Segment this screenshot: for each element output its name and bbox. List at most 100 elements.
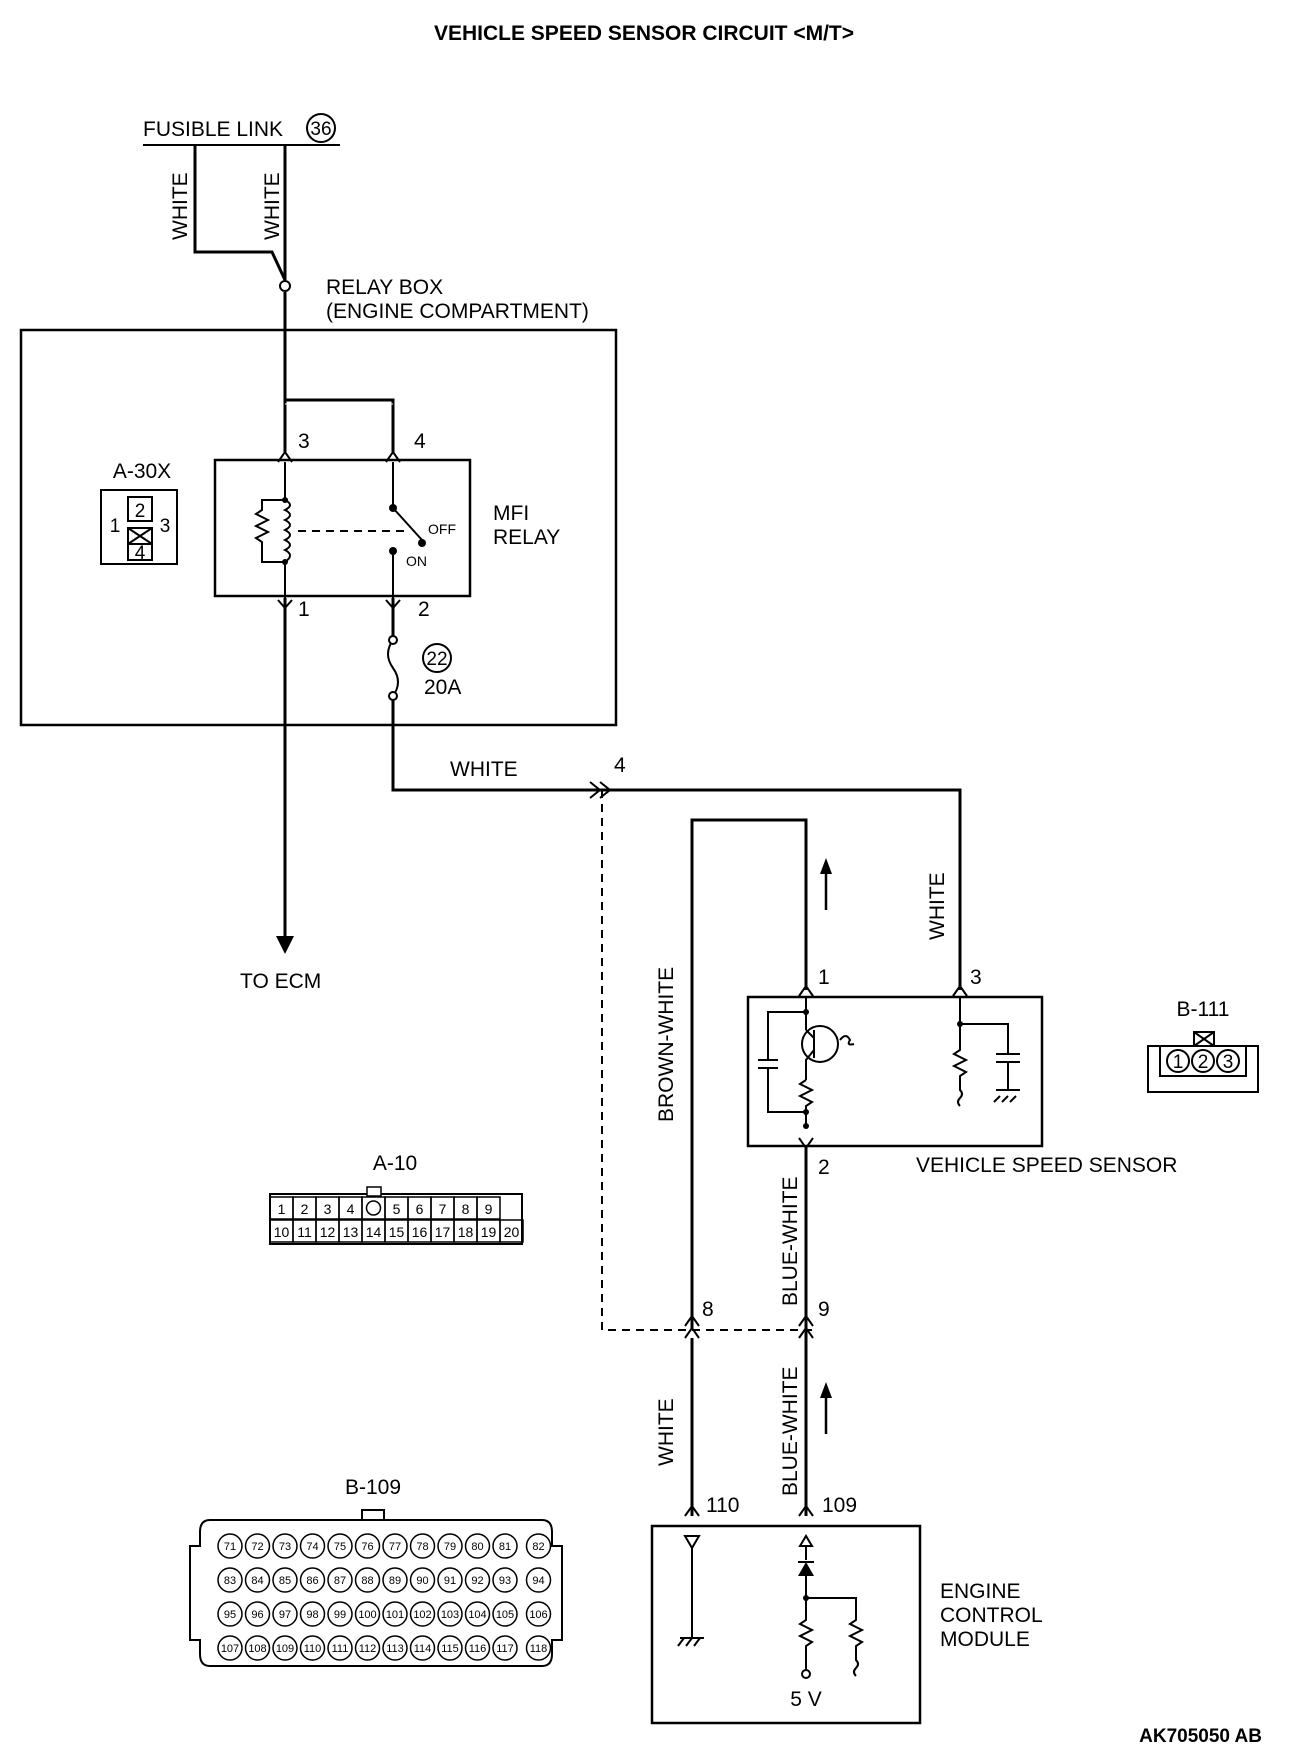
b109-pin-circle: [327, 1567, 353, 1593]
b109-pin-circle: [437, 1601, 463, 1627]
fuse-number: 22: [426, 649, 447, 670]
splice-point: [279, 280, 291, 292]
wire-white-to-sensor: [391, 700, 962, 990]
coil-resistor: [253, 499, 285, 563]
b109-pin: 83: [224, 1575, 236, 1587]
relay-pin3-arrow: [277, 450, 293, 463]
b109-pin: 100: [358, 1609, 376, 1621]
b109-pin-circle: [382, 1533, 408, 1559]
b109-pin-circle: [299, 1533, 326, 1559]
relay-coil: [282, 499, 291, 563]
b109-pin-circle: [272, 1533, 298, 1559]
junction-4-arrow-b: [599, 781, 612, 799]
a10-pin: 14: [366, 1224, 382, 1240]
a10-cell: [499, 1219, 524, 1243]
signal-direction-arrow-bottom: [820, 1382, 832, 1398]
vehicle-speed-sensor-box: [746, 995, 1044, 1148]
b109-pin: 110: [304, 1643, 322, 1655]
wire-label-white-3: WHITE: [450, 758, 518, 781]
b109-pin: 98: [306, 1609, 318, 1621]
a10-pin: 19: [481, 1224, 497, 1240]
junction-pin-4: 4: [614, 754, 626, 777]
to-ecm-arrow: [276, 936, 294, 954]
b109-pin: 113: [386, 1643, 404, 1655]
connector-a10-name: A-10: [373, 1152, 417, 1175]
a10-pin: 11: [297, 1224, 312, 1240]
vss-pin3-arrow: [952, 984, 968, 997]
a30x-x-2: [127, 527, 153, 545]
wire-white-left: [193, 146, 287, 281]
b111-pin-circle: [1166, 1049, 1190, 1073]
b109-lock: [361, 1509, 385, 1521]
b111-pin-circle: [1191, 1049, 1215, 1073]
ecm-label-1: ENGINE: [940, 1580, 1021, 1603]
relay-switch-arm: [392, 507, 423, 541]
b109-pin: 93: [499, 1575, 511, 1587]
b109-pin: 112: [359, 1643, 377, 1655]
junction-9-arrows: [798, 1314, 814, 1339]
relay-pin-4: 4: [414, 430, 426, 453]
b109-pin: 108: [248, 1643, 266, 1655]
vss-dot-3: [803, 1123, 809, 1129]
b109-pin: 94: [532, 1575, 544, 1587]
junction-8-arrows: [684, 1314, 700, 1339]
a10-pin: 12: [320, 1224, 336, 1240]
b109-pin-circle: [327, 1533, 353, 1559]
b109-pin: 88: [361, 1575, 373, 1587]
ecm-pin109-arrow: [798, 1504, 814, 1517]
b109-pin-circle: [354, 1601, 381, 1627]
ecm-input-arrow: [798, 1534, 814, 1560]
a10-pin: 2: [301, 1201, 309, 1217]
connector-b109: [189, 1519, 563, 1667]
junction-4-arrow-a: [589, 781, 602, 799]
b109-pin: 102: [413, 1609, 431, 1621]
a30x-pin2-box: [127, 496, 153, 522]
a10-pin: 6: [416, 1201, 424, 1217]
b109-pin: 73: [279, 1541, 291, 1553]
a10-pin: 10: [274, 1224, 290, 1240]
b109-pin-circle: [272, 1601, 298, 1627]
b109-pin-circle: [354, 1533, 381, 1559]
wire-to-relay-pin4: [285, 398, 395, 452]
switch-off-label: OFF: [428, 521, 456, 537]
vss-transistor: [801, 1025, 839, 1063]
vss-pin-2: 2: [818, 1156, 830, 1179]
vss-pin1-arrow: [798, 984, 814, 997]
wire-label-white-2: WHITE: [261, 172, 284, 240]
b109-pin: 91: [444, 1575, 456, 1587]
a10-pin: 5: [393, 1201, 401, 1217]
mfi-relay-label-2: RELAY: [493, 526, 560, 549]
ecm-dot: [803, 1595, 809, 1601]
relay-pin-2: 2: [418, 598, 430, 621]
b111-lock-x2: [1193, 1031, 1215, 1047]
b109-pin-circle: [217, 1533, 243, 1559]
b109-pin: 86: [306, 1575, 318, 1587]
b109-pin-circle: [244, 1601, 271, 1627]
fusible-link-number: 36: [310, 119, 331, 140]
b109-pin-circle: [492, 1601, 518, 1627]
b109-pin-circle: [354, 1635, 381, 1661]
fuse-terminal-bottom: [388, 691, 398, 701]
b109-pin: 109: [276, 1643, 294, 1655]
b109-pin-circle: [217, 1567, 243, 1593]
a30x-pin-3: 3: [160, 516, 171, 537]
relay-pin4-arrow: [385, 450, 401, 463]
b109-pin-circle: [244, 1567, 271, 1593]
b109-pin: 95: [224, 1609, 236, 1621]
ecm-voltage: 5 V: [790, 1688, 822, 1711]
connector-b109-name: B-109: [345, 1476, 401, 1499]
wire-label-white-1: WHITE: [169, 172, 192, 240]
b109-pin-circle: [409, 1567, 436, 1593]
b111-inner: [1159, 1045, 1247, 1077]
b109-pin: 72: [251, 1541, 263, 1553]
b109-pin-circle: [272, 1635, 298, 1661]
b109-pin: 96: [251, 1609, 263, 1621]
b109-pin-circle: [464, 1601, 491, 1627]
b109-pin-circle: [382, 1635, 408, 1661]
b109-pin: 111: [332, 1643, 349, 1655]
b109-pin-circle: [437, 1567, 463, 1593]
b109-pin: 104: [468, 1609, 486, 1621]
relay-box-label-2: (ENGINE COMPARTMENT): [326, 300, 589, 323]
